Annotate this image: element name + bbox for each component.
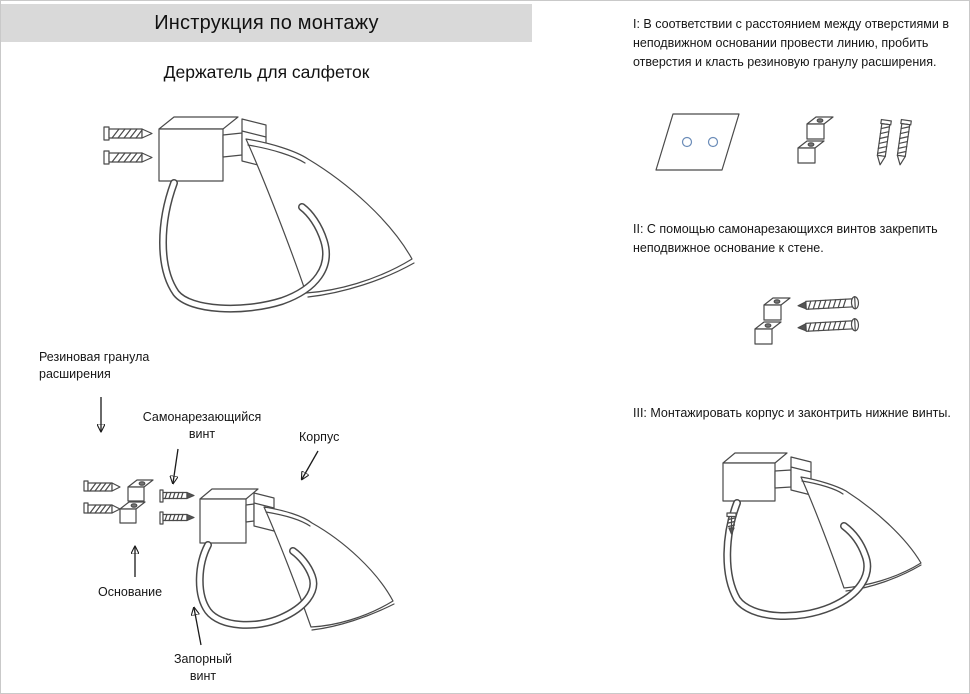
marking-plate (655, 113, 740, 171)
mount-bracket (774, 456, 812, 496)
page-title: Инструкция по монтажу (154, 11, 379, 34)
assembled-holder-drawing (103, 116, 415, 313)
wall-anchor-icon (83, 480, 121, 492)
wall-anchor-icon (103, 150, 153, 165)
wire-loop (195, 541, 318, 629)
step-3-text: III: Монтажировать корпус и законтрить н… (633, 406, 951, 420)
wire-loop (723, 499, 872, 620)
holder-body (158, 116, 239, 182)
mounting-base-block (127, 479, 154, 502)
wall-anchor-icon (896, 118, 912, 166)
cover-plate (800, 476, 922, 592)
mounting-base-block (754, 321, 782, 345)
step-2-text: II: С помощью самонарезающихся винтов за… (633, 222, 938, 255)
wall-anchor-icon (103, 126, 153, 141)
label-expansion-granule: Резиновая гранула расширения (39, 350, 150, 381)
holder-body (722, 452, 788, 502)
cover-plate (263, 506, 395, 631)
step-3-drawing (722, 452, 922, 620)
cover-plate (245, 138, 415, 298)
mounting-base-block (763, 297, 791, 321)
step-1-drawing (655, 113, 912, 171)
step-2-drawing (754, 296, 860, 345)
label-body: Корпус (299, 430, 340, 444)
self-tapping-screw-icon (159, 511, 195, 525)
mounting-base-block (797, 140, 825, 164)
product-subtitle: Держатель для салфеток (163, 62, 370, 82)
label-locking-screw: Запорный винт (174, 652, 233, 683)
wire-loop (159, 179, 330, 313)
exploded-view-drawing (83, 479, 395, 631)
step-1-text: I: В соответствии с расстоянием между от… (633, 17, 949, 69)
wall-anchor-icon (83, 502, 121, 514)
header-bar: Инструкция по монтажу (1, 4, 532, 42)
label-base: Основание (98, 585, 163, 599)
mounting-base-block (119, 501, 146, 524)
mounting-base-block (806, 116, 834, 140)
label-self-tapping-screw: Самонарезающийся винт (142, 410, 262, 441)
wall-anchor-icon (876, 118, 892, 166)
locking-screw-icon (726, 512, 737, 535)
self-tapping-screw-icon (797, 296, 860, 310)
self-tapping-screw-icon (797, 318, 860, 332)
self-tapping-screw-icon (159, 489, 195, 503)
